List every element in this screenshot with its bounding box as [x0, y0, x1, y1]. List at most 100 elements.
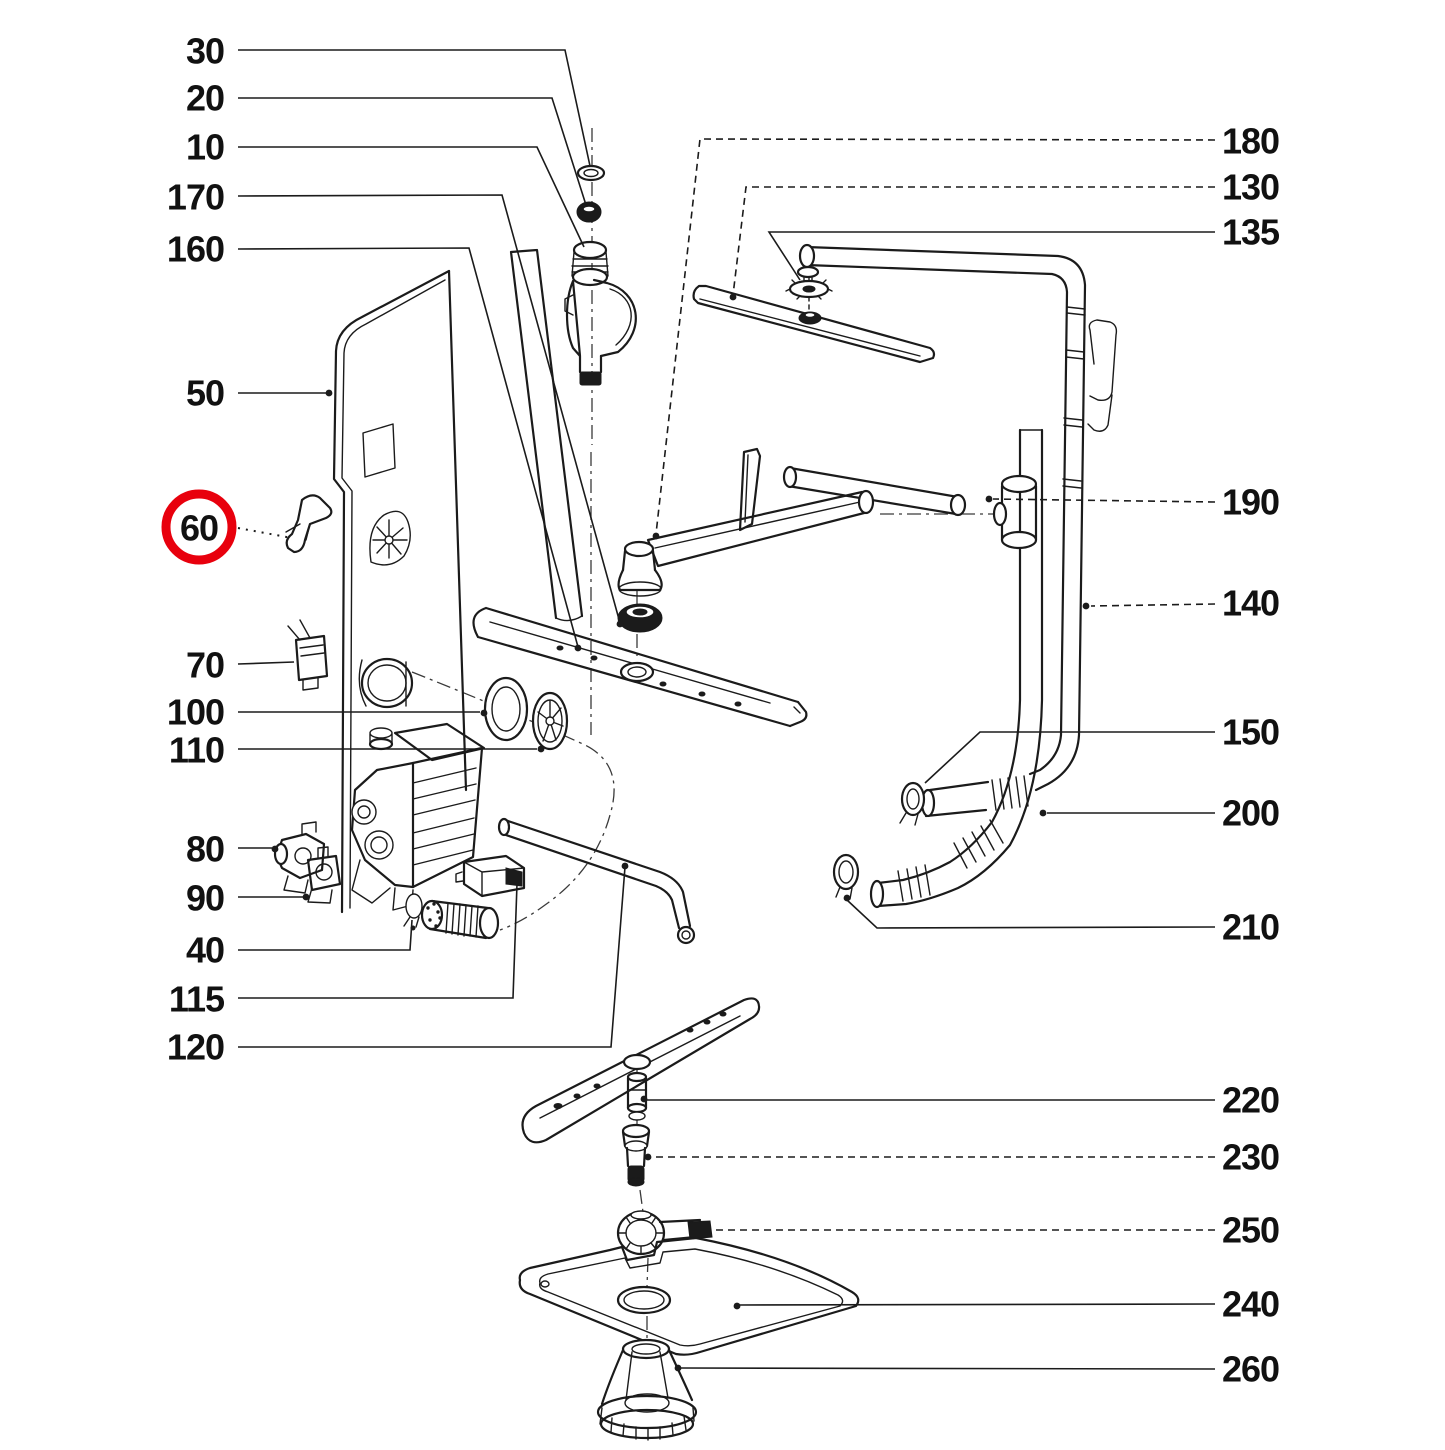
- leader-line-130: [732, 186, 1215, 296]
- part-label-135: 135: [1222, 212, 1280, 253]
- part-label-170: 170: [167, 177, 224, 218]
- leader-dot-100: [480, 709, 488, 717]
- part-label-30: 30: [186, 31, 224, 72]
- leader-dot-160: [574, 644, 582, 652]
- part-label-60: 60: [180, 508, 218, 549]
- part-upper-elbow-180: [617, 447, 875, 597]
- leader-dot-140: [1082, 602, 1090, 610]
- leader-line-70: [237, 661, 295, 665]
- part-inlet-connector-10: [571, 240, 609, 287]
- part-label-20: 20: [186, 78, 224, 119]
- part-label-115: 115: [169, 979, 225, 1020]
- sump-opening: [360, 657, 414, 709]
- leader-lines: [237, 49, 1216, 1372]
- part-valve-80: [273, 821, 326, 894]
- part-label-90: 90: [186, 878, 224, 919]
- part-label-120: 120: [167, 1027, 224, 1068]
- part-label-180: 180: [1222, 121, 1279, 162]
- leader-line-20: [238, 97, 587, 206]
- leader-dot-80: [271, 845, 279, 853]
- part-pipe-bracket: [1087, 319, 1118, 432]
- part-filter-plate-240: [518, 1236, 860, 1356]
- leader-line-180: [655, 138, 1216, 535]
- part-label-260: 260: [1222, 1349, 1279, 1390]
- leader-line-150: [924, 731, 1215, 784]
- part-elbow-fitting: [992, 474, 1038, 550]
- leader-dot-200: [1039, 809, 1047, 817]
- part-label-210: 210: [1222, 907, 1279, 948]
- part-pump-block: [350, 722, 486, 911]
- leader-dot-120: [621, 862, 629, 870]
- leader-dot-240: [733, 1302, 741, 1310]
- part-filter-230: [621, 1123, 651, 1187]
- leader-dot-90: [302, 893, 310, 901]
- part-label-250: 250: [1222, 1210, 1279, 1251]
- part-drain-hose-200: [869, 428, 1044, 909]
- highlight-circle-60: [161, 489, 237, 565]
- part-label-150: 150: [1222, 712, 1279, 753]
- part-label-10: 10: [186, 127, 224, 168]
- part-bracket-60: [285, 494, 333, 554]
- part-label-50: 50: [186, 373, 224, 414]
- part-label-220: 220: [1222, 1080, 1279, 1121]
- part-label-80: 80: [186, 829, 224, 870]
- part-base-filter-260: [596, 1338, 698, 1441]
- leader-line-60: [237, 527, 293, 539]
- part-side-panel: [332, 269, 468, 914]
- leader-line-140: [1090, 603, 1216, 607]
- part-label-190: 190: [1222, 482, 1279, 523]
- part-fill-channel: [509, 248, 584, 622]
- leader-line-240: [738, 1303, 1216, 1306]
- leader-line-160: [237, 247, 579, 648]
- part-seal-ring-100: [483, 676, 529, 742]
- leader-line-40: [238, 919, 413, 951]
- part-capacitor: [420, 899, 500, 940]
- part-fill-stub-150: [920, 775, 1029, 818]
- part-label-240: 240: [1222, 1284, 1279, 1325]
- part-bearing-ring-170: [617, 603, 663, 633]
- part-airbreak-body: [564, 278, 637, 386]
- part-label-100: 100: [167, 692, 224, 733]
- part-arm-cap-135: [785, 265, 833, 311]
- part-label-230: 230: [1222, 1137, 1279, 1178]
- part-hose-clamp-150: [899, 781, 926, 826]
- part-valve-90: [306, 846, 342, 904]
- part-feed-tube-190: [782, 465, 967, 517]
- leader-dot-130: [729, 293, 737, 301]
- leader-dot-220: [640, 1095, 648, 1103]
- leader-dot-110: [537, 745, 545, 753]
- leader-dot-170: [616, 620, 624, 628]
- leader-line-210: [846, 899, 1216, 929]
- leader-dot-260: [674, 1364, 682, 1372]
- part-top-spray-arm-130: [692, 284, 936, 364]
- rosette-icon: [372, 519, 408, 559]
- leader-dot-210: [843, 894, 851, 902]
- part-label-200: 200: [1222, 793, 1279, 834]
- part-drain-elbow-250: [616, 1210, 713, 1256]
- leader-line-135: [767, 231, 1215, 281]
- part-lower-spray-arm: [521, 997, 761, 1144]
- part-hose-clamp-210: [832, 853, 860, 900]
- part-label-160: 160: [167, 229, 224, 270]
- part-drain-tube-120: [497, 817, 696, 945]
- part-label-130: 130: [1222, 167, 1279, 208]
- part-washer-30: [576, 164, 606, 182]
- part-labels: 3020101701605060701001108090401151201801…: [161, 31, 1281, 1390]
- part-label-40: 40: [186, 930, 224, 971]
- part-fill-pipe-140: [798, 243, 1087, 792]
- diagram-artwork: [273, 128, 1118, 1441]
- part-clamp-40: [403, 893, 423, 931]
- part-label-110: 110: [169, 730, 224, 771]
- part-middle-spray-arm-160: [472, 606, 808, 728]
- leader-line-115: [238, 883, 518, 999]
- part-seal-20: [576, 201, 602, 223]
- leader-line-170: [237, 194, 621, 624]
- leader-line-260: [679, 1367, 1216, 1370]
- leader-dot-230: [644, 1153, 652, 1161]
- part-label-140: 140: [1222, 583, 1279, 624]
- part-impeller-110: [531, 691, 569, 751]
- part-coupling-220: [626, 1071, 648, 1121]
- part-control-box-115: [455, 854, 526, 898]
